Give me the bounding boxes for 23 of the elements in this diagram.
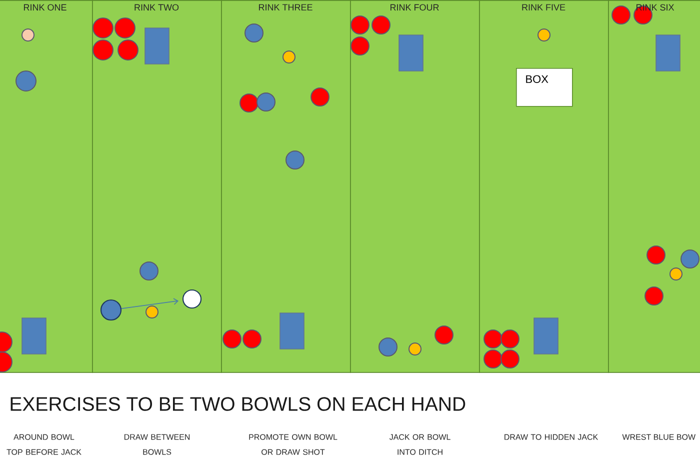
rink-panel	[608, 0, 700, 373]
caption: JACK OR BOWL INTO DITCH	[389, 434, 450, 455]
caption: PROMOTE OWN BOWL OR DRAW SHOT	[249, 434, 338, 455]
rink-heading: RINK FOUR	[390, 4, 439, 11]
rink-panel	[479, 0, 609, 373]
caption: AROUND BOWL TOP BEFORE JACK	[6, 434, 82, 455]
caption: DRAW TO HIDDEN JACK	[504, 434, 598, 440]
rink-panel	[0, 0, 93, 373]
arrow	[121, 298, 179, 310]
rink-heading: RINK TWO	[134, 4, 179, 11]
rink-heading: RINK THREE	[259, 4, 312, 10]
rink-panel	[221, 0, 351, 373]
rink-panel	[92, 0, 222, 373]
rink-heading: RINK ONE	[24, 4, 66, 11]
bowl	[182, 289, 202, 309]
rink-panel	[350, 0, 480, 373]
bowl	[100, 299, 122, 321]
rink-heading: RINK SIX	[636, 4, 674, 11]
title: EXERCISES TO BE TWO BOWLS ON EACH HAND	[10, 397, 466, 411]
rink-heading: RINK FIVE	[522, 4, 566, 10]
caption: WREST BLUE BOW	[622, 434, 696, 440]
text-box: BOX	[516, 68, 573, 107]
caption: DRAW BETWEEN BOWLS	[124, 434, 190, 455]
